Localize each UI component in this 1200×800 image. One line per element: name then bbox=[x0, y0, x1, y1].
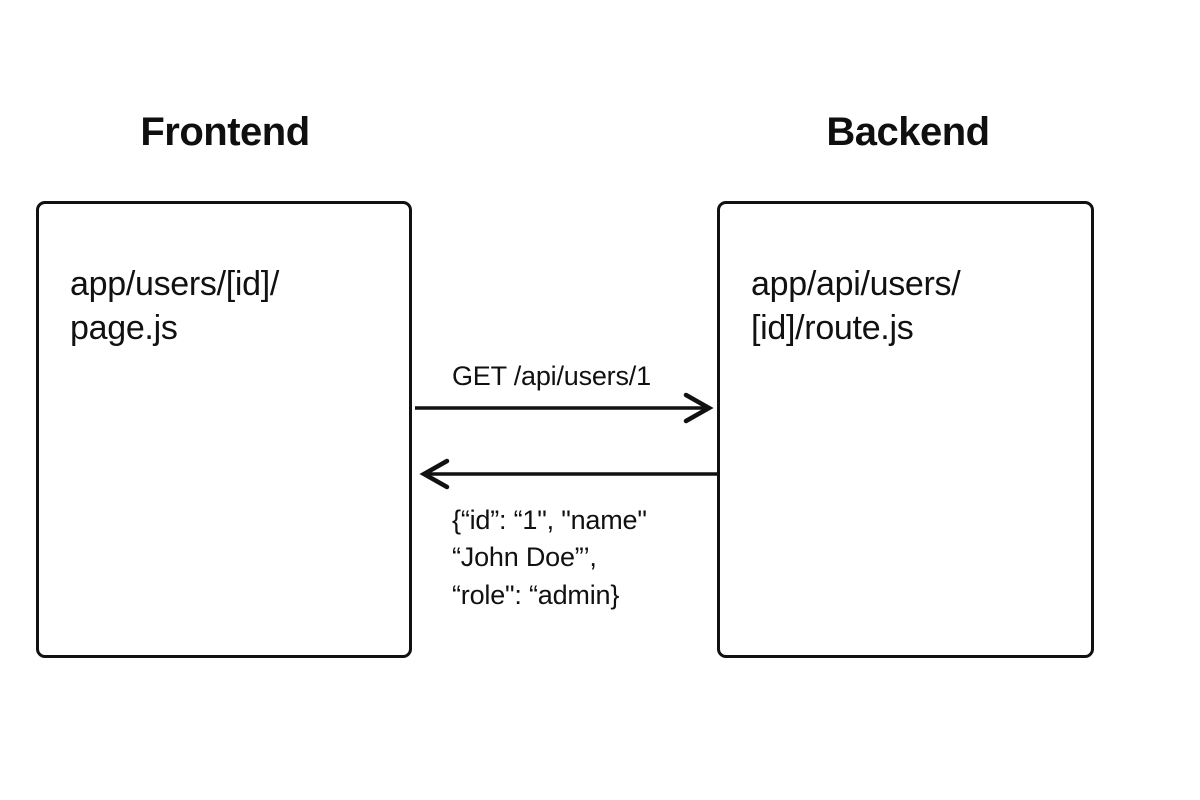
request-arrowhead-icon bbox=[683, 392, 714, 424]
frontend-node-box[interactable]: app/users/[id]/ page.js bbox=[36, 201, 412, 658]
request-edge-label: GET /api/users/1 bbox=[452, 361, 651, 391]
backend-node-label: app/api/users/ [id]/route.js bbox=[751, 265, 961, 348]
backend-column-title: Backend bbox=[826, 110, 990, 154]
response-arrow bbox=[419, 458, 718, 490]
response-arrowhead-icon bbox=[419, 458, 450, 490]
frontend-node-label: app/users/[id]/ page.js bbox=[70, 265, 280, 348]
response-edge-label: {“id”: “1", "name" “John Doe”’, “role": … bbox=[452, 505, 647, 610]
frontend-column-title: Frontend bbox=[140, 110, 310, 154]
request-arrow bbox=[415, 392, 714, 424]
backend-node-box[interactable]: app/api/users/ [id]/route.js bbox=[717, 201, 1094, 658]
